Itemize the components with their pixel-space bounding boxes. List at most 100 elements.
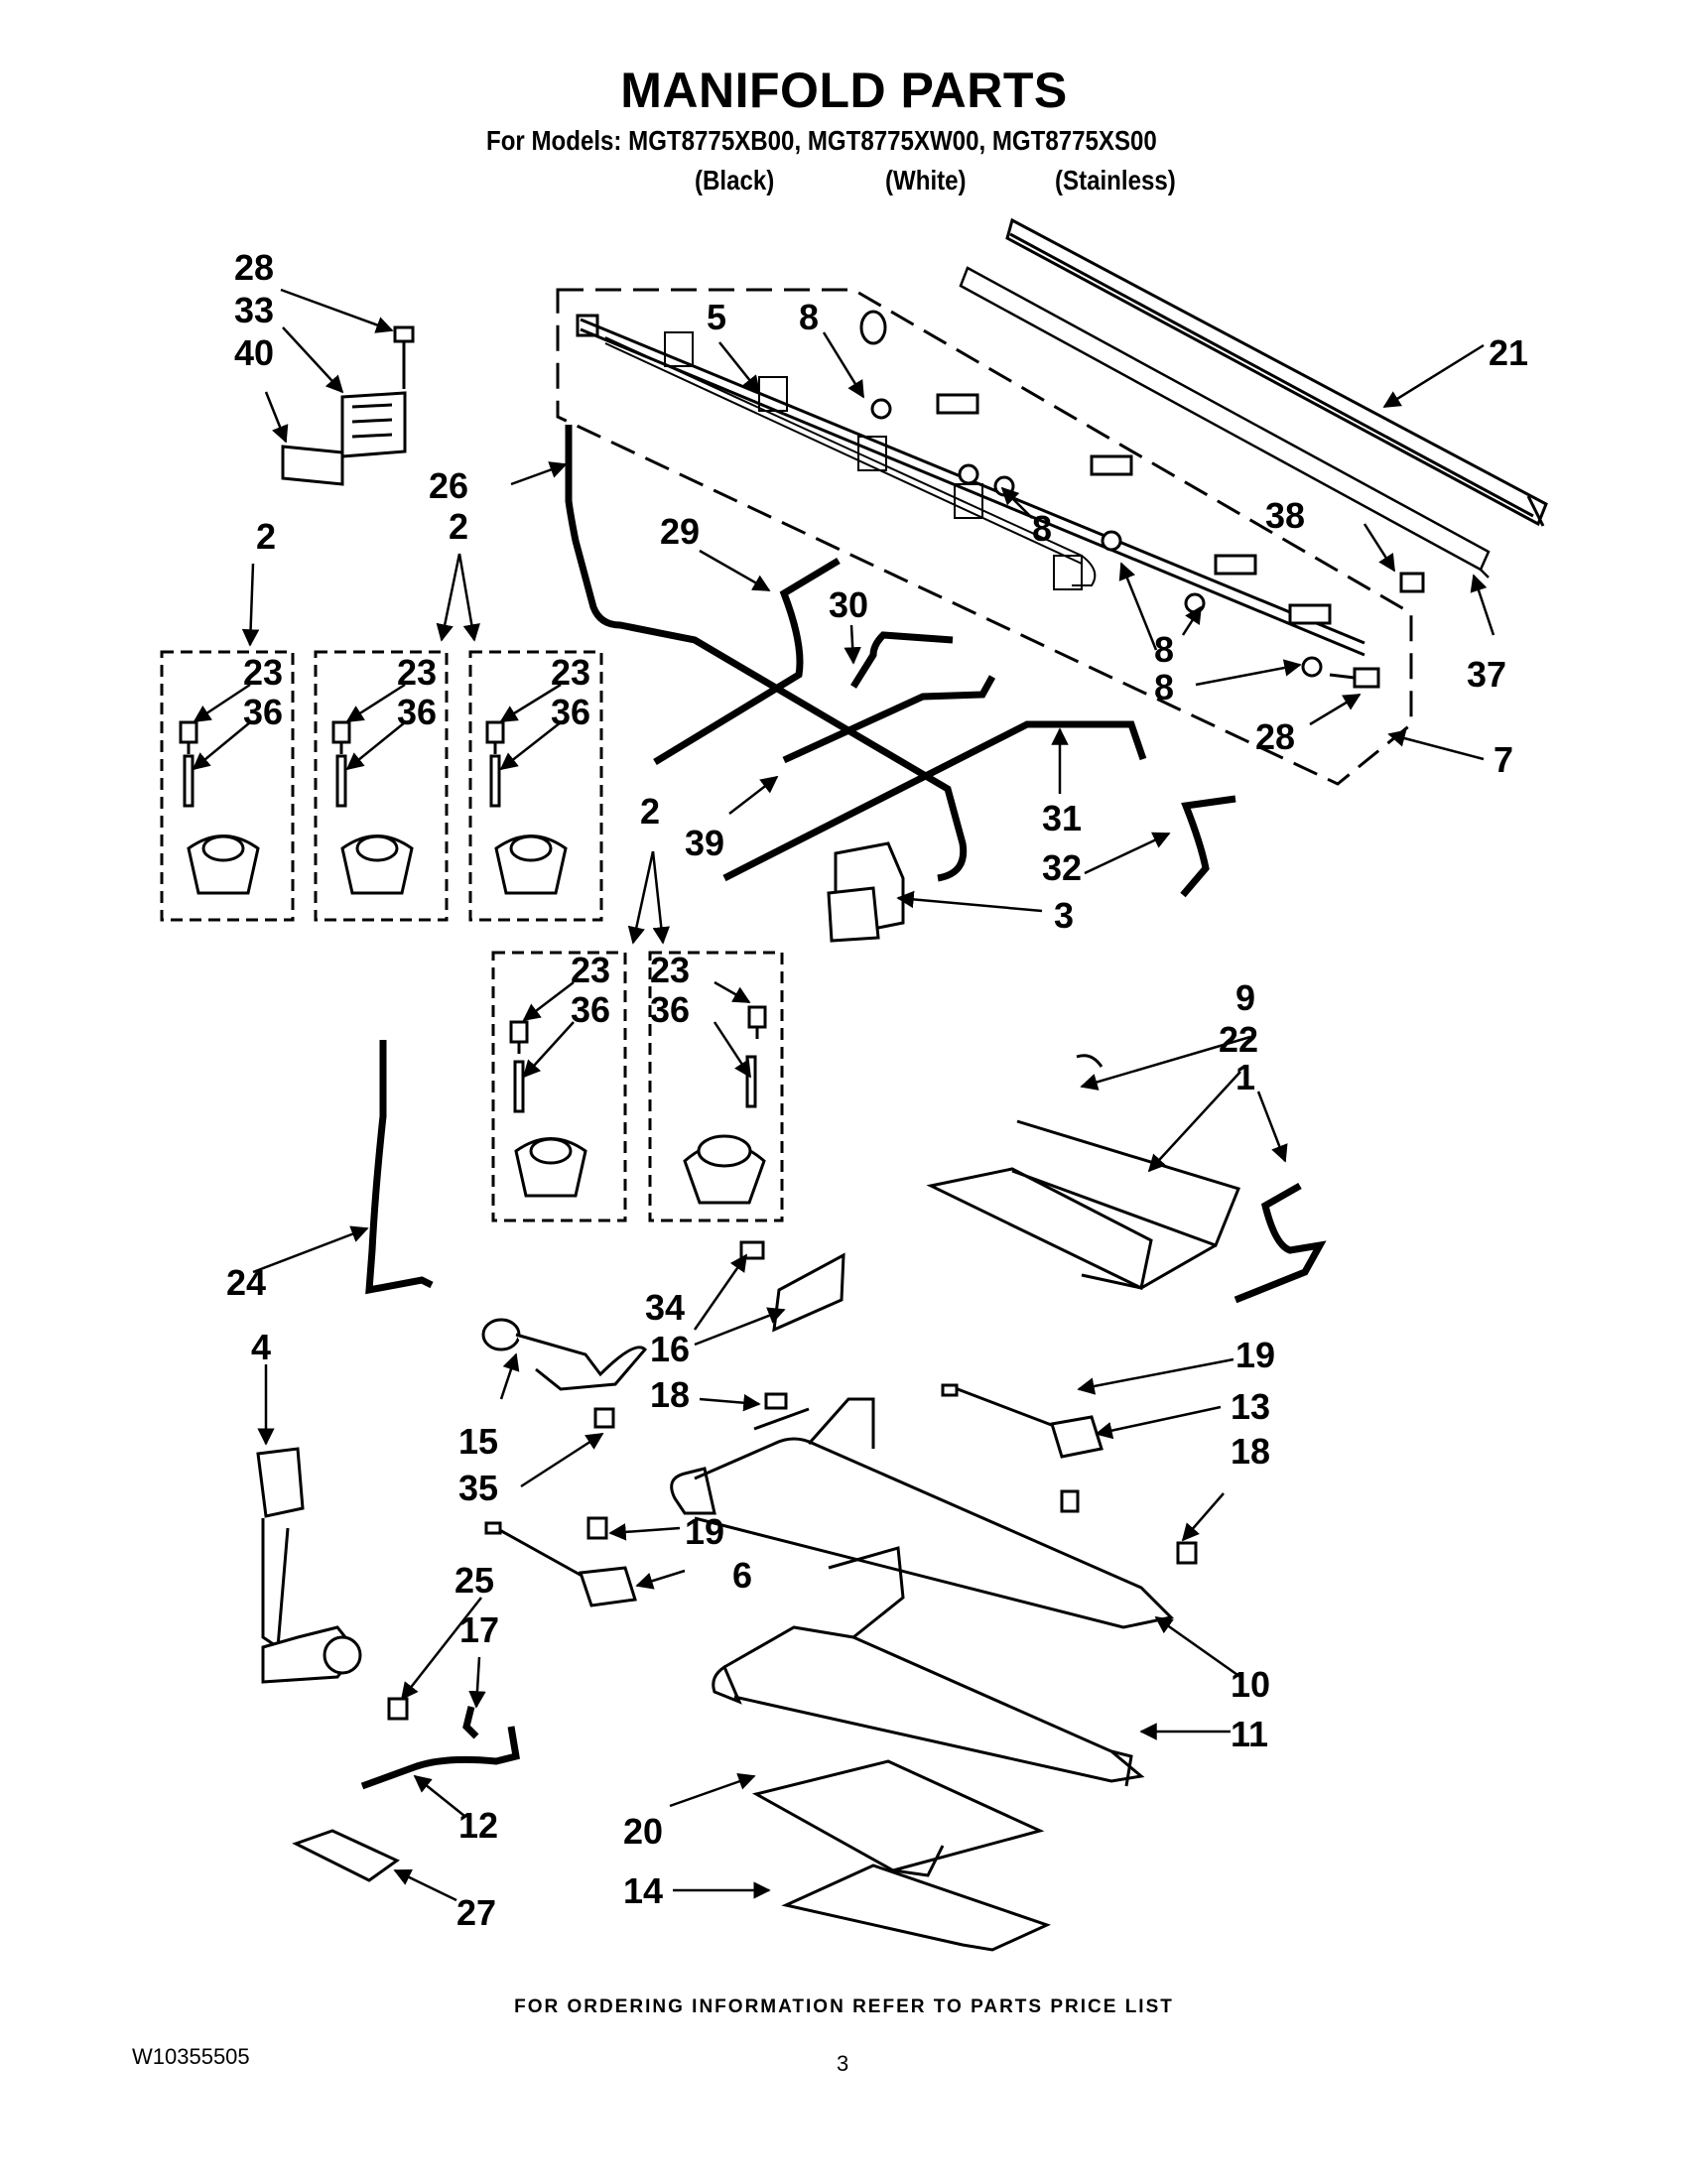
bracket-27	[292, 1829, 400, 1882]
harness-wire	[604, 331, 1097, 590]
callout-29: 29	[660, 511, 700, 552]
tube-26	[565, 425, 968, 882]
callout-31: 31	[1042, 798, 1082, 838]
valve-assembly-4	[256, 1447, 362, 1684]
callout-25: 25	[454, 1560, 494, 1601]
callout-27: 27	[456, 1892, 496, 1933]
callout-23-box1: 23	[243, 652, 283, 693]
callout-2-top-right: 2	[449, 506, 468, 547]
callout-40: 40	[234, 332, 274, 373]
igniter-box-3	[468, 650, 603, 922]
screw-28-manifold	[1329, 667, 1380, 689]
callout-23-box2: 23	[397, 652, 437, 693]
callout-2-middle: 2	[640, 791, 660, 832]
callout-30: 30	[829, 584, 868, 625]
callout-5: 5	[707, 297, 726, 337]
heat-deflector-22	[926, 1054, 1241, 1291]
callout-34: 34	[645, 1287, 685, 1328]
callout-labels: 28 33 40 26 2 2 5 8 8 8 8 21 38 37 28 7 …	[226, 247, 1528, 1933]
orifice-holder-15	[481, 1318, 648, 1429]
callout-28-bottom: 28	[1255, 716, 1295, 757]
callout-28-top: 28	[234, 247, 274, 288]
callout-16: 16	[650, 1329, 690, 1369]
variant-white: (White)	[885, 165, 967, 195]
variant-stainless: (Stainless)	[1055, 165, 1176, 195]
models-line: For Models: MGT8775XB00, MGT8775XW00, MG…	[486, 125, 1157, 156]
callout-13: 13	[1231, 1386, 1270, 1427]
callout-39: 39	[685, 823, 724, 863]
callout-18-left: 18	[650, 1374, 690, 1415]
burner-11	[712, 1546, 1145, 1787]
callout-33: 33	[234, 290, 274, 330]
tube-24	[365, 1040, 434, 1295]
callout-36-box4: 36	[571, 989, 610, 1030]
callout-36-box1: 36	[243, 692, 283, 732]
screw-38	[1399, 572, 1425, 593]
page-number: 3	[837, 2051, 849, 2076]
callout-15: 15	[458, 1421, 498, 1462]
callout-18-right: 18	[1231, 1431, 1270, 1472]
callout-26: 26	[429, 465, 468, 506]
callout-22: 22	[1219, 1019, 1258, 1060]
hose-12	[360, 1706, 520, 1790]
callout-23-box4: 23	[571, 950, 610, 990]
callout-8-mid: 8	[1032, 508, 1052, 549]
igniter-electrodes	[179, 720, 767, 1113]
callout-20: 20	[623, 1811, 663, 1852]
callout-32: 32	[1042, 847, 1082, 888]
ordering-note: FOR ORDERING INFORMATION REFER TO PARTS …	[514, 1996, 1174, 2017]
callout-10: 10	[1231, 1664, 1270, 1705]
callout-23-box5: 23	[650, 950, 690, 990]
callout-2-top-left: 2	[256, 516, 276, 557]
callout-36-box5: 36	[650, 989, 690, 1030]
tube-32	[1180, 795, 1236, 898]
callout-38: 38	[1265, 495, 1305, 536]
screw-25	[387, 1697, 409, 1721]
callout-8-top: 8	[799, 297, 819, 337]
callout-36-box2: 36	[397, 692, 437, 732]
callout-14: 14	[623, 1870, 663, 1911]
pressure-regulator-3	[827, 841, 905, 943]
variant-black: (Black)	[695, 165, 775, 195]
leader-arrows	[192, 288, 1495, 1902]
callout-6: 6	[732, 1555, 752, 1596]
igniter-box-2	[314, 650, 449, 922]
callout-8-right: 8	[1154, 629, 1174, 670]
bracket-37	[959, 266, 1491, 578]
callout-11: 11	[1231, 1714, 1268, 1754]
hose-1	[1234, 1182, 1327, 1304]
callout-7: 7	[1493, 739, 1513, 780]
callout-1: 1	[1235, 1057, 1255, 1097]
callout-19-left: 19	[685, 1511, 724, 1552]
callout-23-box3: 23	[551, 652, 590, 693]
igniters-13-6	[484, 1383, 1104, 1607]
tube-30	[850, 631, 954, 689]
igniter-box-1	[160, 650, 295, 922]
document-number: W10355505	[132, 2044, 250, 2069]
manifold-group-dashed-outline	[556, 288, 1413, 786]
igniter-box-4	[491, 951, 627, 1222]
callout-8-bottom: 8	[1154, 667, 1174, 707]
tube-31	[722, 720, 1147, 882]
spark-module-bracket-33	[281, 325, 415, 486]
rail-bracket-21	[1005, 217, 1548, 527]
page-title: MANIFOLD PARTS	[620, 63, 1068, 118]
heat-shield-14	[781, 1863, 1052, 1952]
screw-18	[764, 1392, 1198, 1565]
callout-12: 12	[458, 1805, 498, 1846]
burner-bases	[187, 835, 766, 1205]
callout-35: 35	[458, 1468, 498, 1508]
callout-24: 24	[226, 1262, 266, 1303]
callout-37: 37	[1467, 654, 1506, 695]
heat-shield-20	[751, 1759, 1045, 1877]
callout-36-box3: 36	[551, 692, 590, 732]
callout-9: 9	[1235, 977, 1255, 1018]
igniter-box-5	[648, 951, 784, 1222]
callout-21: 21	[1489, 332, 1528, 373]
tube-39	[782, 675, 996, 764]
callout-3: 3	[1054, 895, 1074, 936]
bracket-16	[739, 1240, 845, 1333]
burner-tube-10	[670, 1397, 1175, 1629]
callout-17: 17	[459, 1609, 499, 1650]
